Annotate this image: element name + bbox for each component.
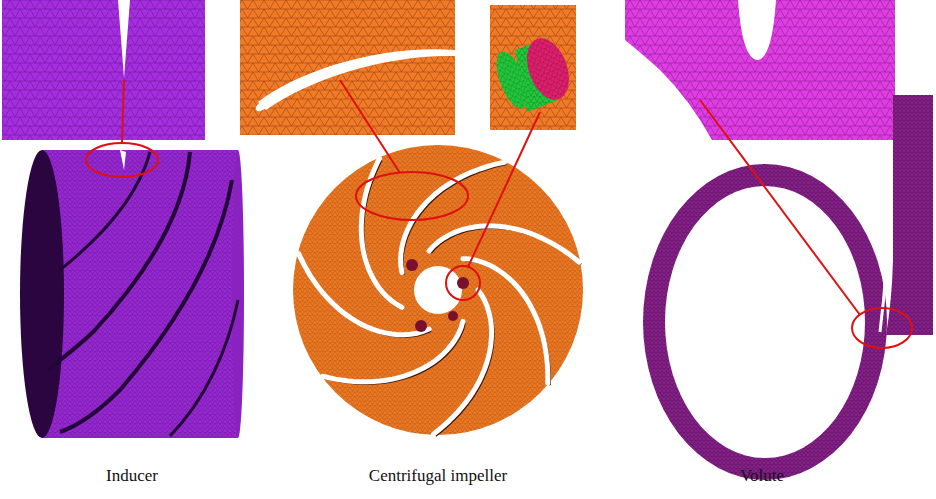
part-label: Centrifugal impeller (369, 466, 507, 486)
impeller-mesh (293, 145, 583, 436)
inducer-inset (2, 0, 205, 140)
balance-hole-inset (490, 5, 577, 130)
blade-slit (323, 321, 463, 382)
part-label: Volute (740, 466, 784, 486)
blade-slit (429, 226, 579, 262)
volute-tongue-inset (625, 0, 895, 140)
blade-slit (434, 290, 492, 434)
impeller-blade-inset (240, 0, 455, 135)
blade-slit (299, 254, 430, 335)
detail-callouts (86, 80, 912, 348)
volute-mesh (643, 95, 933, 480)
blade-slit (463, 259, 548, 384)
part-label: Inducer (106, 466, 158, 486)
inducer-mesh (20, 150, 244, 438)
